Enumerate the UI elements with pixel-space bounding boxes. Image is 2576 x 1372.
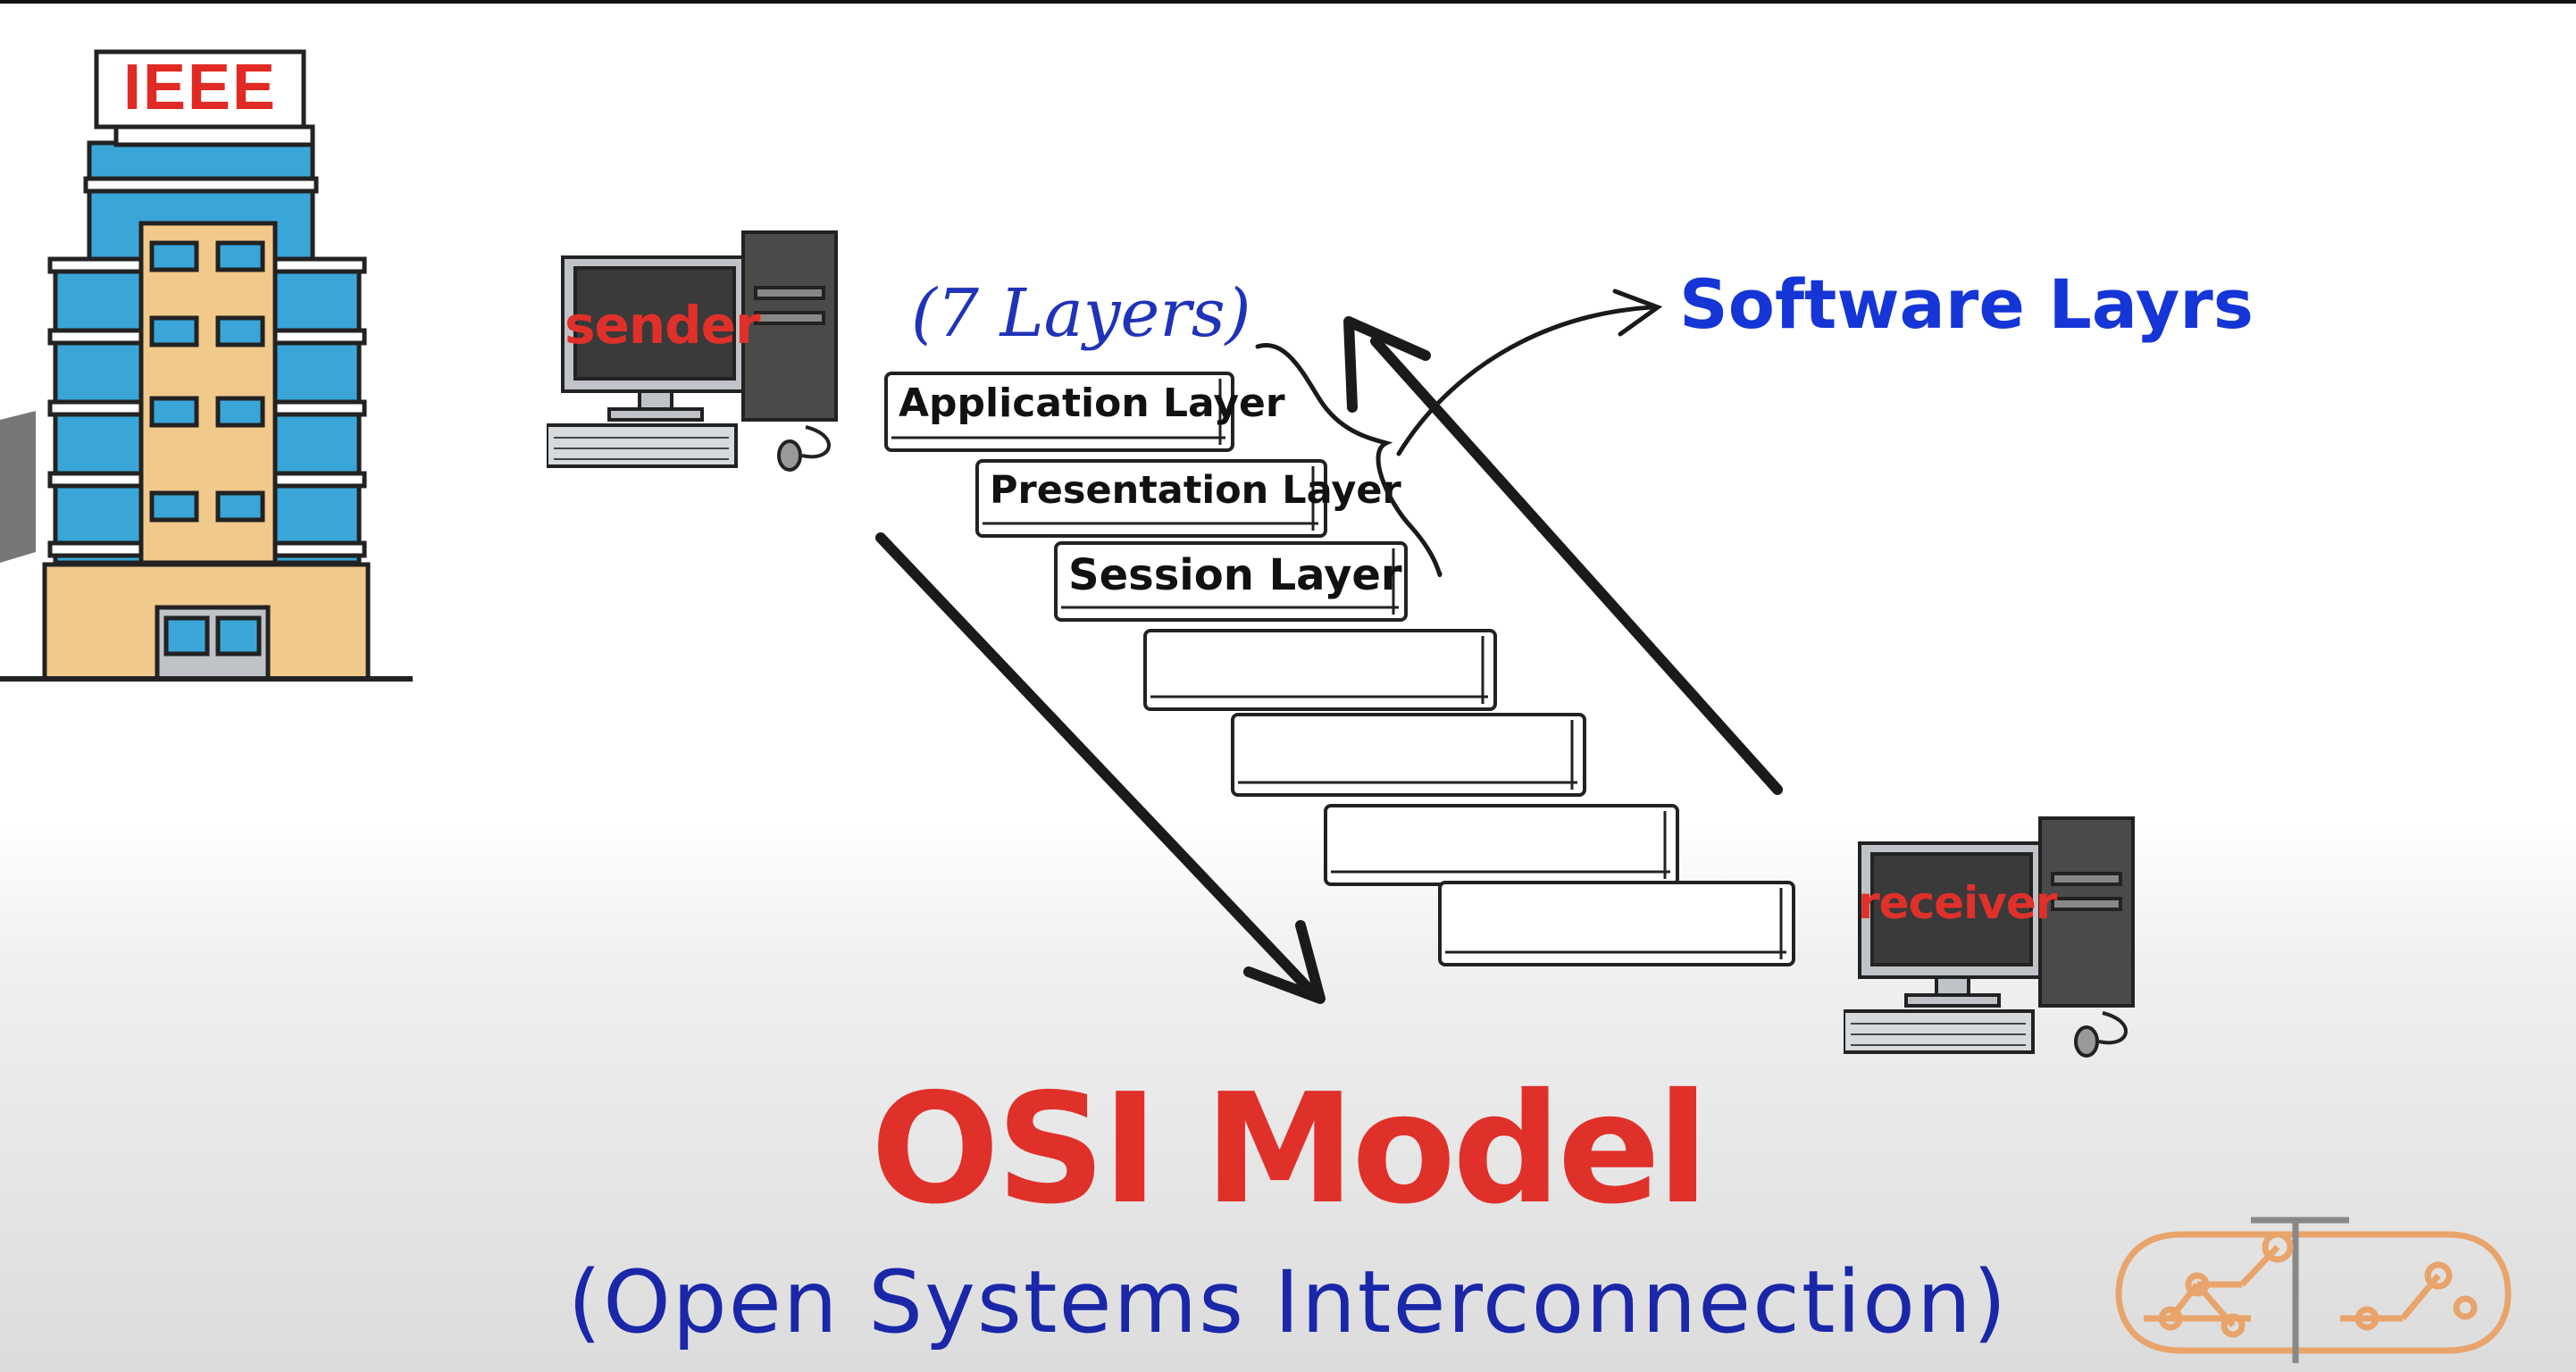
receiver-label: receiver <box>1858 877 2057 929</box>
receiver-computer-icon <box>1844 816 2135 1058</box>
diagram-subtitle: (Open Systems Interconnection) <box>567 1252 2009 1352</box>
down-arrow-icon <box>875 532 1326 1004</box>
top-rule <box>0 0 2576 4</box>
building-icon <box>0 49 413 682</box>
software-layers-label: Software Layrs <box>1679 264 2254 344</box>
logo-icon <box>2115 1217 2512 1363</box>
building-sign: IEEE <box>122 52 278 123</box>
layer-label-1: Application Layer <box>899 381 1285 426</box>
curly-brace-icon <box>1255 343 1443 578</box>
pointer-arrow-icon <box>1396 289 1663 456</box>
layer-step-1 <box>884 372 1234 452</box>
layer-step-3 <box>1054 541 1408 622</box>
layer-step-5 <box>1231 713 1586 797</box>
layers-count-note: (7 Layers) <box>911 275 1251 352</box>
layer-step-4 <box>1143 629 1497 711</box>
layer-step-7 <box>1438 881 1795 966</box>
sender-label: sender <box>565 295 761 356</box>
layer-label-3: Session Layer <box>1068 550 1402 600</box>
diagram-title: OSI Model <box>870 1061 1710 1238</box>
layer-label-2: Presentation Layer <box>990 468 1401 513</box>
up-arrow-icon <box>1343 316 1783 795</box>
sender-computer-icon <box>547 230 838 472</box>
layer-step-2 <box>975 459 1327 538</box>
